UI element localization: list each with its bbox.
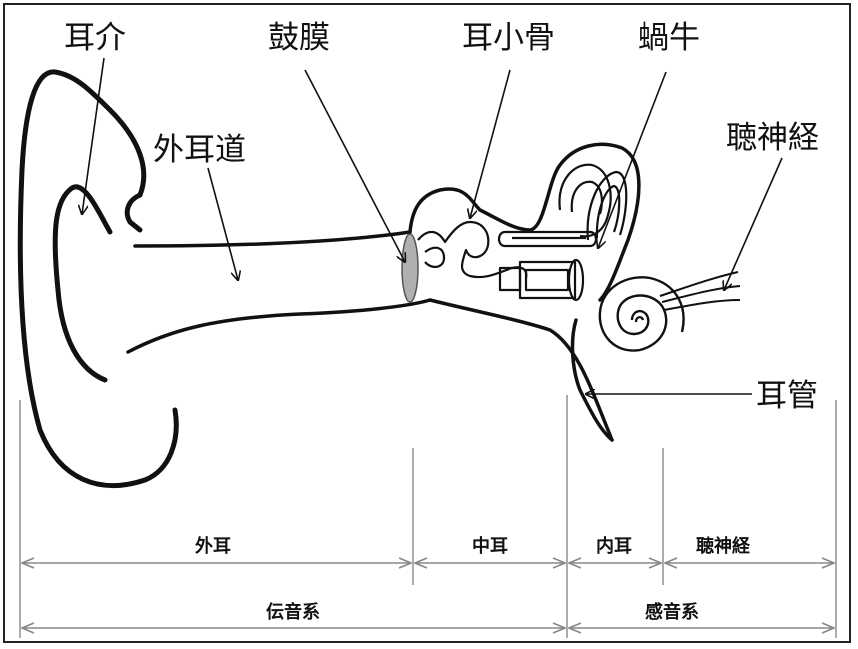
system-conductive: 伝音系 (266, 601, 320, 623)
auditory-nerve-shape (659, 271, 741, 311)
auditory-nerve-pointer (724, 157, 783, 290)
cochlea-pointer (598, 71, 667, 248)
ossicles-shape (417, 220, 585, 302)
eardrum-shape (401, 233, 419, 303)
label-ossicles: 耳小骨 (462, 20, 555, 56)
section-outer-ear: 外耳 (195, 535, 231, 557)
pinna-shape (17, 69, 179, 489)
middle-ear-cavity (408, 142, 641, 442)
label-ear-canal: 外耳道 (153, 132, 246, 168)
ear-canal-shape (126, 230, 432, 354)
system-sensorineural: 感音系 (645, 601, 699, 623)
semicircular-canals (497, 163, 628, 248)
diagram-frame (3, 3, 851, 643)
label-eardrum: 鼓膜 (268, 20, 330, 56)
pinna-pointer (82, 57, 105, 214)
ear-canal-pointer (207, 167, 238, 280)
section-middle-ear: 中耳 (472, 535, 508, 557)
label-eustachian-tube: 耳管 (756, 378, 818, 414)
label-cochlea: 蝸牛 (638, 20, 700, 56)
section-inner-ear: 内耳 (596, 535, 632, 557)
section-nerve: 聴神経 (696, 535, 751, 557)
cochlea-shape (598, 276, 685, 352)
label-pinna: 耳介 (64, 20, 126, 56)
label-auditory-nerve: 聴神経 (726, 120, 819, 156)
ossicles-pointer (470, 69, 511, 218)
eardrum-pointer (304, 69, 405, 262)
